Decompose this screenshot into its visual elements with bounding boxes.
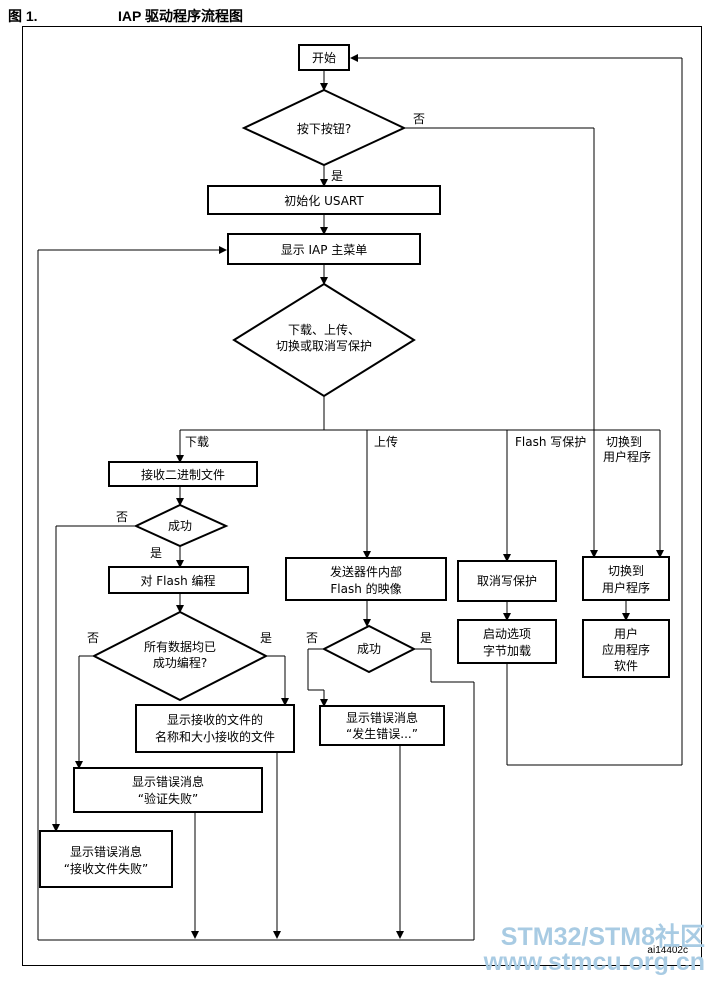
node-user-app-software: 用户 应用程序 软件 — [582, 619, 670, 678]
alldata-q-line1: 所有数据均已 — [144, 639, 216, 654]
option-bytes-line1: 启动选项 — [483, 627, 531, 641]
node-switch-user-program: 切换到 用户程序 — [582, 556, 670, 601]
node-show-received-file: 显示接收的文件的 名称和大小接收的文件 — [135, 704, 295, 753]
figure-header: 图 1. IAP 驱动程序流程图 — [8, 6, 708, 24]
flash-program-label: 对 Flash 编程 — [140, 573, 215, 588]
node-error-verify: 显示错误消息 “验证失败” — [73, 767, 263, 813]
figure-number: 图 1. — [8, 8, 38, 24]
watermark: STM32/STM8社区 www.stmcu.org.cn — [483, 922, 705, 976]
node-show-menu: 显示 IAP 主菜单 — [227, 233, 421, 265]
alldata-q-line2: 成功编程? — [153, 655, 207, 670]
send-image-line2: Flash 的映像 — [330, 581, 401, 596]
init-usart-label: 初始化 USART — [284, 194, 364, 208]
cancel-wp-label: 取消写保护 — [477, 574, 537, 588]
show-menu-label: 显示 IAP 主菜单 — [281, 243, 368, 257]
label-yes-button: 是 — [331, 169, 343, 183]
switch-user-line1: 切换到 — [608, 564, 644, 578]
err-verify-line1: 显示错误消息 — [132, 774, 204, 789]
choice-q-line1: 下载、上传、 — [288, 322, 360, 337]
button-q-label: 按下按钮? — [297, 121, 351, 136]
reference-code: ai14402c — [647, 945, 688, 956]
node-error-generic: 显示错误消息 “发生错误...” — [319, 705, 445, 746]
watermark-line2: www.stmcu.org.cn — [483, 948, 705, 976]
node-receive-file: 接收二进制文件 — [108, 461, 258, 487]
user-app-line2: 应用程序 — [602, 642, 650, 657]
label-yes-success2: 是 — [420, 631, 432, 645]
decision-all-data-programmed: 所有数据均已 成功编程? — [91, 610, 269, 702]
success1-label: 成功 — [168, 519, 192, 533]
show-received-line1: 显示接收的文件的 — [167, 712, 263, 727]
send-image-line1: 发送器件内部 — [330, 564, 402, 579]
err-generic-line1: 显示错误消息 — [346, 710, 418, 725]
switch-user-line2: 用户程序 — [602, 580, 650, 595]
watermark-line1: STM32/STM8社区 — [501, 922, 705, 951]
label-no-success1: 否 — [116, 510, 128, 524]
figure-title: IAP 驱动程序流程图 — [118, 8, 243, 24]
err-generic-line2: “发生错误...” — [346, 726, 418, 741]
option-bytes-line2: 字节加载 — [483, 643, 531, 658]
edge-labels: 否 是 下载 上传 Flash 写保护 切换到 用户程序 否 是 否 是 否 是 — [87, 112, 651, 645]
node-flash-program: 对 Flash 编程 — [108, 566, 249, 594]
user-app-line1: 用户 — [614, 626, 638, 641]
label-branch-upload: 上传 — [374, 434, 398, 449]
label-no-success2: 否 — [306, 631, 318, 645]
err-receive-line1: 显示错误消息 — [70, 844, 142, 859]
node-start: 开始 — [298, 44, 350, 71]
decision-success-receive: 成功 — [133, 503, 229, 548]
receive-file-label: 接收二进制文件 — [141, 467, 225, 482]
node-cancel-write-protection: 取消写保护 — [457, 560, 557, 602]
label-branch-flash-wp: Flash 写保护 — [515, 435, 586, 449]
user-app-line3: 软件 — [614, 659, 638, 673]
label-no-alldata: 否 — [87, 631, 99, 645]
label-yes-success1: 是 — [150, 546, 162, 560]
node-init-usart: 初始化 USART — [207, 185, 441, 215]
decision-button-pressed: 按下按钮? — [241, 88, 407, 167]
show-received-line2: 名称和大小接收的文件 — [155, 729, 275, 744]
label-branch-switch-line2: 用户程序 — [603, 449, 651, 464]
start-label: 开始 — [312, 51, 336, 65]
label-branch-switch-line1: 切换到 — [606, 435, 642, 449]
label-no-button: 否 — [413, 112, 425, 126]
node-send-image: 发送器件内部 Flash 的映像 — [285, 557, 447, 601]
figure-frame — [22, 26, 702, 966]
node-error-receive: 显示错误消息 “接收文件失败” — [39, 830, 173, 888]
choice-q-line2: 切换或取消写保护 — [276, 339, 372, 353]
label-branch-download: 下载 — [185, 435, 209, 449]
decision-operation-choice: 下载、上传、 切换或取消写保护 — [232, 282, 416, 398]
node-option-bytes-load: 启动选项 字节加载 — [457, 619, 557, 664]
label-yes-alldata: 是 — [260, 631, 272, 645]
success2-label: 成功 — [357, 642, 381, 656]
err-receive-line2: “接收文件失败” — [64, 861, 148, 876]
decision-success-upload: 成功 — [321, 624, 417, 674]
connectors — [37, 54, 683, 941]
err-verify-line2: “验证失败” — [138, 791, 198, 806]
